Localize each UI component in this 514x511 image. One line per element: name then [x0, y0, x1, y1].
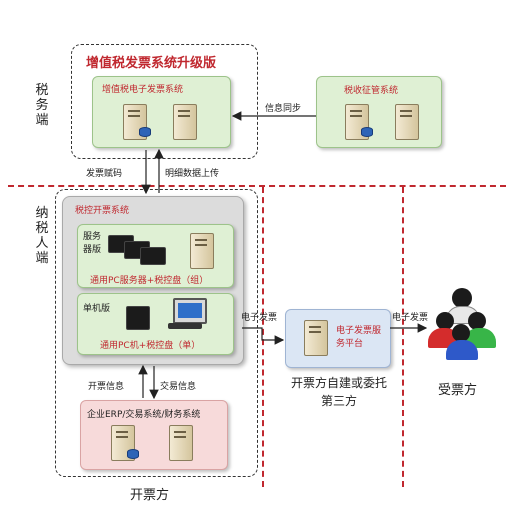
zone-divider-left	[262, 187, 264, 487]
tax-control-disk-icon	[126, 306, 150, 330]
server-edition-box: 服务器版 通用PC服务器+税控盘（组）	[77, 224, 234, 288]
tax-system-title: 增值税发票系统升级版	[86, 56, 217, 71]
single-edition-label: 单机版	[83, 304, 111, 314]
database-icon	[361, 127, 373, 137]
person-icon	[436, 312, 454, 330]
tax-side-label: 税务端	[35, 83, 49, 128]
server-edition-caption: 通用PC服务器+税控盘（组）	[90, 276, 209, 286]
erp-system-label: 企业ERP/交易系统/财务系统	[87, 410, 201, 420]
taxpayer-container	[55, 189, 258, 477]
person-icon	[468, 312, 486, 330]
einvoice-system-label: 增值税电子发票系统	[102, 85, 184, 95]
einvoice-out-arrow	[242, 327, 285, 345]
database-icon	[139, 127, 151, 137]
einvoice-out-label: 电子发票	[241, 313, 278, 323]
einvoice-system-box: 增值税电子发票系统	[92, 76, 231, 148]
single-edition-caption: 通用PC机+税控盘（单）	[100, 341, 201, 351]
issuer-label: 开票方	[130, 488, 170, 503]
invoice-code-label: 发票赋码	[86, 169, 123, 179]
sync-label: 信息同步	[265, 104, 302, 114]
detail-upload-label: 明细数据上传	[165, 169, 220, 179]
einvoice-in-label: 电子发票	[392, 313, 429, 323]
person-icon	[446, 340, 478, 360]
trade-info-label: 交易信息	[160, 382, 197, 392]
server-icon	[304, 320, 328, 356]
person-icon	[452, 288, 472, 308]
blade-server-icon	[140, 247, 166, 265]
zone-divider-right	[402, 187, 404, 487]
tax-control-system-label: 税控开票系统	[75, 206, 130, 216]
database-icon	[127, 449, 139, 459]
server-icon	[190, 233, 214, 269]
taxpayer-side-label: 纳税人端	[35, 206, 49, 266]
keyboard-icon	[168, 323, 202, 329]
einvoice-platform-label: 电子发票服务平台	[336, 326, 382, 349]
invoice-info-label: 开票信息	[88, 382, 125, 392]
single-edition-box: 单机版 通用PC机+税控盘（单）	[77, 293, 234, 355]
receiver-label: 受票方	[438, 383, 478, 398]
receiver-group-icon	[428, 288, 500, 362]
server-edition-label: 服务器版	[83, 232, 102, 255]
screen-icon	[178, 303, 202, 318]
erp-system-box: 企业ERP/交易系统/财务系统	[80, 400, 228, 470]
person-icon	[452, 324, 470, 342]
tax-collection-system-box: 税收征管系统	[316, 76, 442, 148]
tax-collection-system-label: 税收征管系统	[344, 86, 399, 96]
server-icon	[395, 104, 419, 140]
zone-divider-horizontal	[8, 185, 506, 187]
platform-owner-label: 开票方自建或委托第三方	[290, 376, 387, 408]
tax-system-container	[71, 44, 258, 159]
tax-control-system-box: 税控开票系统 服务器版 通用PC服务器+税控盘（组） 单机版 通用PC机+税控盘…	[62, 196, 244, 365]
einvoice-platform-box: 电子发票服务平台	[285, 309, 391, 368]
server-icon	[169, 425, 193, 461]
server-icon	[173, 104, 197, 140]
